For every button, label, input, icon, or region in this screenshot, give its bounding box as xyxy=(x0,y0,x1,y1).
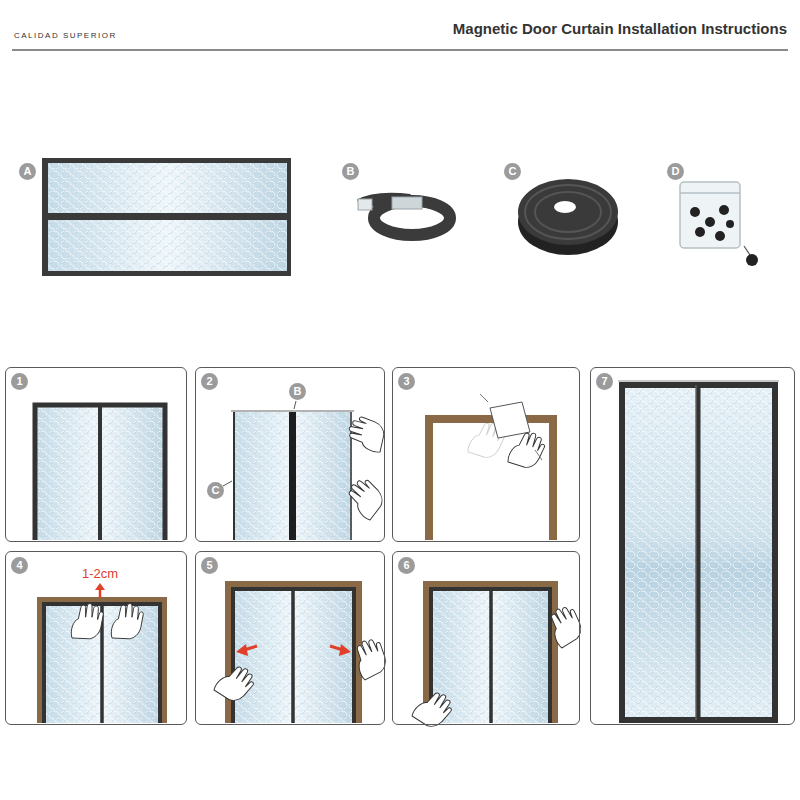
art-use xyxy=(71,604,103,639)
art-line xyxy=(489,589,493,723)
art-path xyxy=(44,604,160,723)
art-path xyxy=(35,405,165,540)
art-ellipse xyxy=(554,201,576,213)
letter-text: C xyxy=(212,485,220,496)
step-panel: 6 xyxy=(392,551,580,725)
art-use xyxy=(347,635,392,681)
part-letter: A xyxy=(19,163,36,180)
step-number: 1 xyxy=(11,373,28,390)
art-line xyxy=(223,481,232,486)
art-rect xyxy=(48,220,287,271)
step-number: 3 xyxy=(398,373,415,390)
step-panel: 3 xyxy=(392,367,580,542)
step-panel: 1 xyxy=(5,367,187,542)
art-line xyxy=(680,192,740,194)
art-line xyxy=(294,401,296,409)
dimension-label: 1-2cm xyxy=(82,566,118,581)
letter-text: D xyxy=(672,166,680,177)
art-polygon xyxy=(236,644,248,656)
art-line xyxy=(12,49,788,51)
art-use xyxy=(542,602,588,649)
page-title: Magnetic Door Curtain Installation Instr… xyxy=(453,20,787,37)
art-rect xyxy=(44,604,160,723)
letter-text: B xyxy=(294,386,302,397)
part-letter: C xyxy=(504,163,521,180)
art-rect xyxy=(233,589,354,723)
step-number: 4 xyxy=(11,557,28,574)
art-ellipse xyxy=(535,192,601,232)
art-ellipse xyxy=(525,185,611,239)
step-panel: 7 xyxy=(590,367,795,725)
art-line xyxy=(696,385,701,720)
part-letter: B xyxy=(342,163,359,180)
art-rect xyxy=(233,412,352,540)
brand-name: CALIDAD SUPERIOR xyxy=(14,31,117,40)
art-rect xyxy=(620,383,777,722)
step-number: 5 xyxy=(201,557,218,574)
art-use xyxy=(346,415,386,453)
art-circle xyxy=(719,205,729,215)
step-number: 6 xyxy=(398,557,415,574)
art-rect xyxy=(622,385,775,720)
art-rect xyxy=(233,589,354,723)
art-use xyxy=(111,604,143,639)
art-path xyxy=(233,589,354,723)
art-circle xyxy=(705,217,715,227)
art-rect xyxy=(48,163,287,213)
art-rect xyxy=(358,199,372,210)
art-line xyxy=(233,412,235,540)
art-circle xyxy=(715,231,725,241)
art-path xyxy=(429,419,553,540)
letter-text: C xyxy=(509,166,517,177)
callout-letter: C xyxy=(207,482,224,499)
letter-text: A xyxy=(24,166,32,177)
art-rect xyxy=(35,405,165,540)
part-letter: D xyxy=(667,163,684,180)
step-panel: 5 xyxy=(195,551,385,725)
art-rect xyxy=(44,604,160,723)
art-rect xyxy=(48,163,287,213)
art-rect xyxy=(392,197,422,209)
art-rect xyxy=(35,405,165,540)
art-use xyxy=(411,686,456,732)
art-line xyxy=(618,380,779,382)
art-circle xyxy=(690,207,700,217)
art-polygon xyxy=(95,583,105,590)
art-rect xyxy=(289,412,296,540)
art-line xyxy=(480,394,488,402)
art-use xyxy=(507,429,547,471)
art-line xyxy=(231,410,354,412)
art-polygon xyxy=(490,402,530,438)
art-polygon xyxy=(339,644,351,656)
art-rect xyxy=(48,220,287,271)
art-path xyxy=(41,601,163,723)
art-line xyxy=(535,450,542,460)
art-use xyxy=(213,660,258,706)
art-line xyxy=(696,385,697,720)
art-path xyxy=(229,585,358,723)
art-circle xyxy=(695,227,705,237)
step-panel: 2B C xyxy=(195,367,385,542)
art-rect xyxy=(620,383,777,722)
art-rect xyxy=(42,158,291,276)
art-rect xyxy=(233,412,352,540)
step-number: 2 xyxy=(201,373,218,390)
art-use xyxy=(341,475,388,521)
callout-letter: B xyxy=(289,383,306,400)
art-rect xyxy=(680,182,740,248)
art-line xyxy=(99,589,102,598)
art-line xyxy=(98,405,102,540)
step-number: 7 xyxy=(596,373,613,390)
letter-text: B xyxy=(347,166,355,177)
art-line xyxy=(291,589,295,723)
art-circle xyxy=(726,220,734,228)
art-ellipse xyxy=(518,179,618,245)
art-circle xyxy=(746,254,758,266)
